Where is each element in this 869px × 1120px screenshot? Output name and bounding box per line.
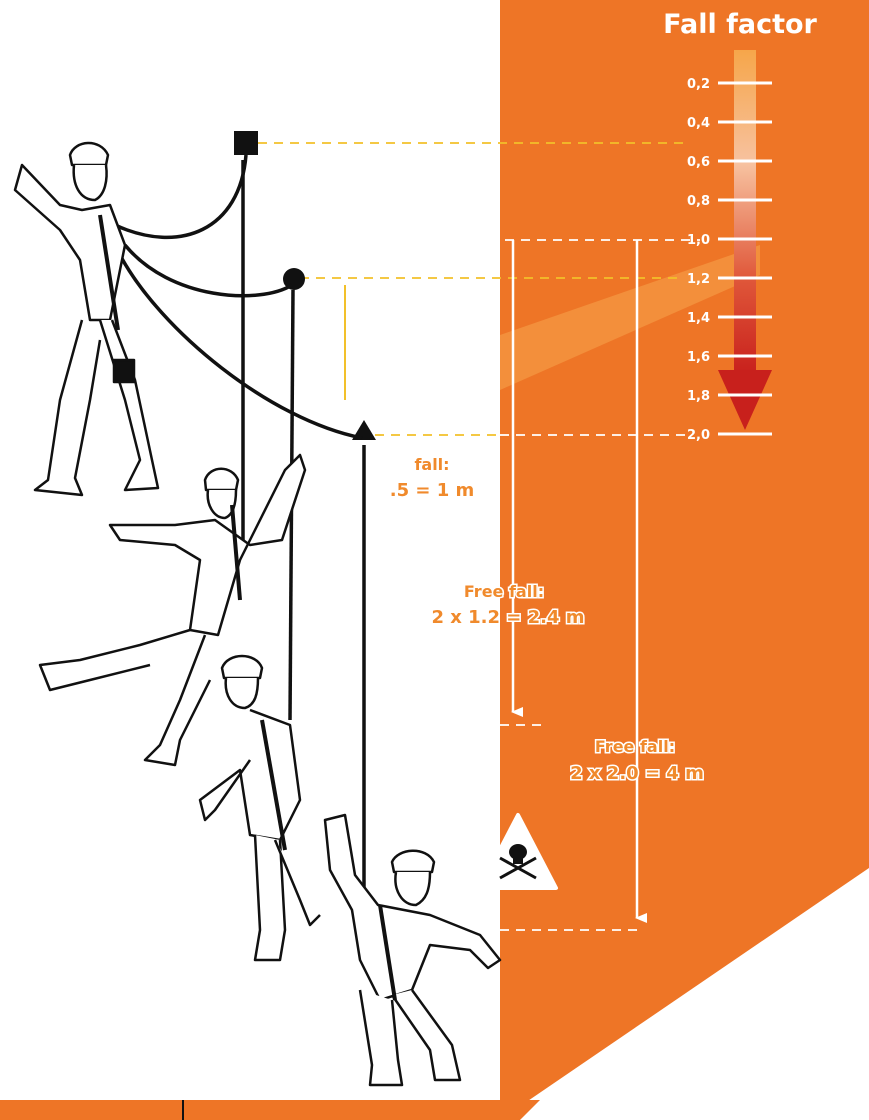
- bottom-strip: [0, 1100, 540, 1120]
- free-fall-24-line1: Free fall:: [464, 582, 544, 601]
- fall-label-line2: .5 = 1 m: [390, 480, 475, 501]
- scale-tick-label: 0,8: [687, 194, 710, 209]
- worker-falling-3: [325, 815, 500, 1085]
- scale-tick-label: 0,4: [687, 116, 710, 131]
- scale-tick-label: 2,0: [687, 428, 710, 443]
- scale-tick-label: 0,6: [687, 155, 710, 170]
- scale-tick-label: 1,2: [687, 272, 710, 287]
- anchor-square-icon: [234, 131, 258, 155]
- free-fall-4-line2: 2 x 2.0 = 4 m: [570, 763, 704, 784]
- scale-tick-label: 1,8: [687, 389, 710, 404]
- fall-label-line1: fall:: [414, 455, 449, 474]
- orange-panel: [500, 0, 869, 1120]
- free-fall-4-line1: Free fall:: [595, 737, 675, 756]
- worker-falling-2: [200, 656, 320, 960]
- scale-tick-label: 1,4: [687, 311, 710, 326]
- fall-factor-title: Fall factor: [663, 9, 817, 40]
- fall-factor-arrow-shaft: [734, 50, 756, 375]
- worker-standing: [15, 143, 158, 495]
- scale-tick-label: 0,2: [687, 77, 710, 92]
- scale-tick-label: 1,6: [687, 350, 710, 365]
- free-fall-24-line2: 2 x 1.2 = 2.4 m: [431, 607, 584, 628]
